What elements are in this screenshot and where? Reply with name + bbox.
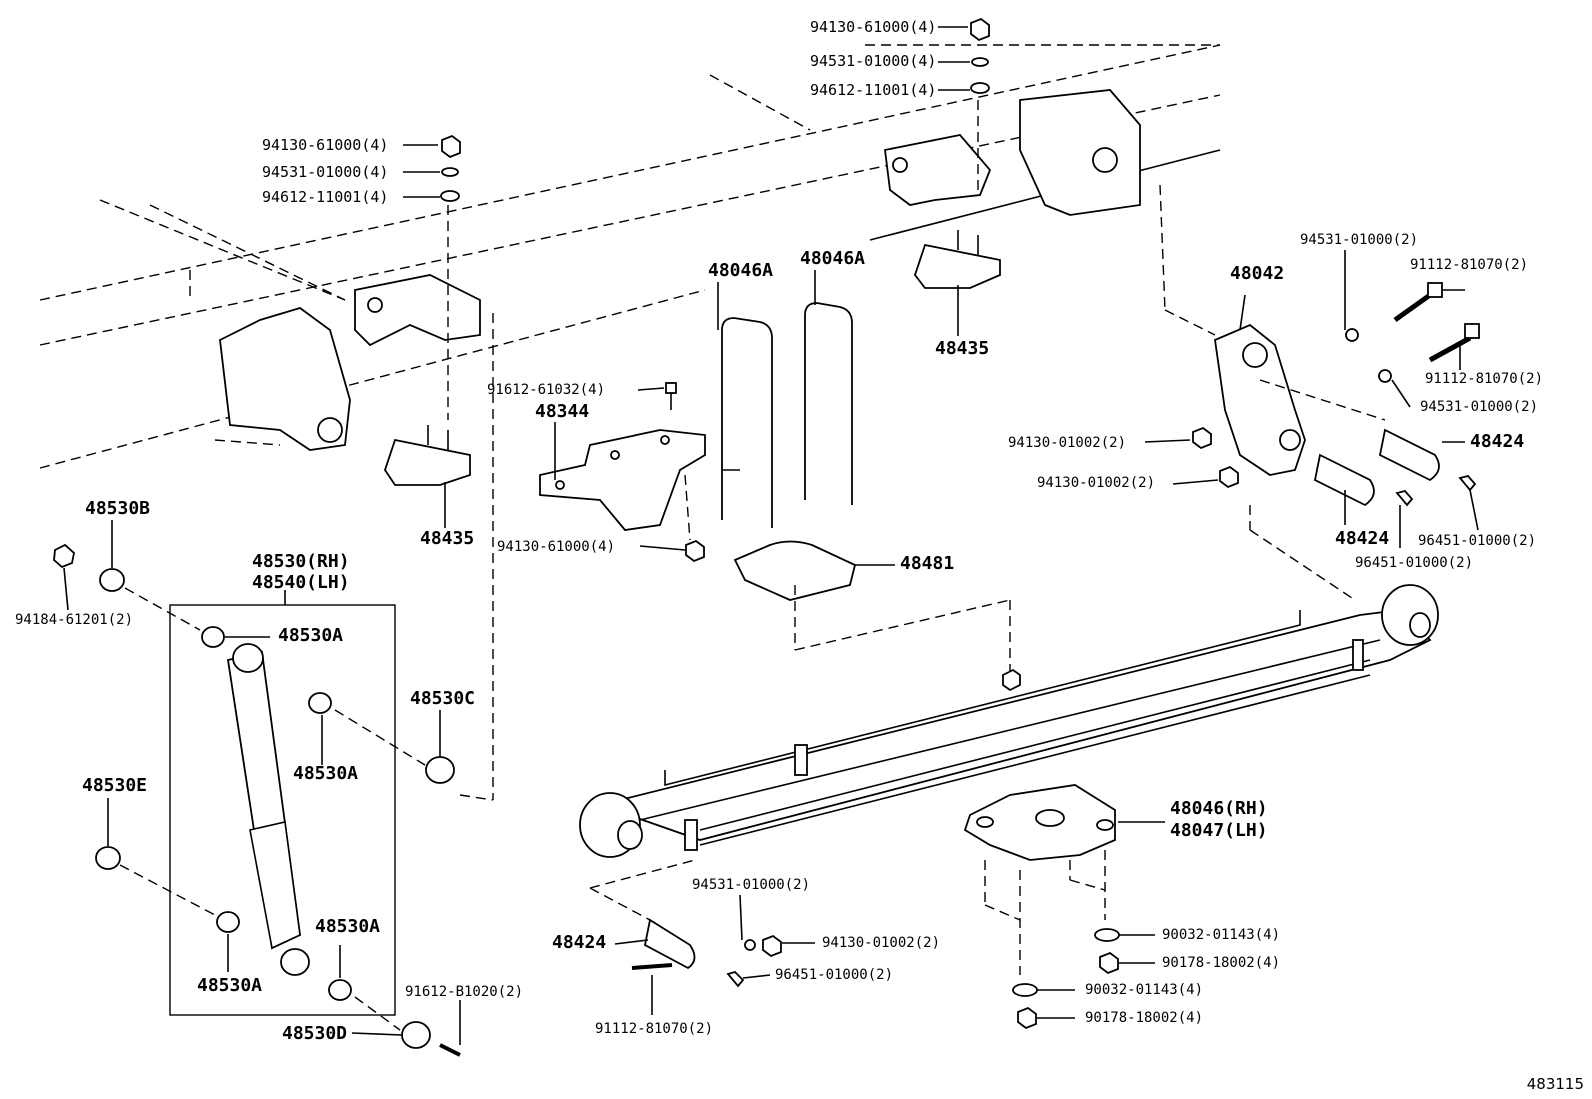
label-48435-left: 48435 — [420, 528, 475, 549]
label-94612-11001-left: 94612-11001(4) — [262, 188, 389, 206]
spring-spacer — [733, 540, 1011, 675]
shackle-bolts — [1345, 282, 1480, 383]
label-91112-81070-b: 91112-81070(2) — [595, 1021, 714, 1037]
label-48530A-4: 48530A — [315, 916, 381, 937]
u-bolt-1 — [721, 317, 773, 528]
label-91112-81070-r1: 91112-81070(2) — [1410, 257, 1529, 273]
label-48435-top: 48435 — [935, 338, 990, 359]
label-48530A-1: 48530A — [278, 625, 344, 646]
spring-shackle — [1214, 294, 1386, 601]
bump-stopper-left — [384, 205, 471, 486]
label-90032-01143-1: 90032-01143(4) — [1162, 927, 1281, 943]
label-94531-01000-r1: 94531-01000(2) — [1300, 232, 1419, 248]
nut-stack-top — [970, 17, 990, 94]
spring-seat-plate — [539, 429, 706, 541]
label-94130-61000-mid: 94130-61000(4) — [497, 539, 616, 555]
label-94184-61201: 94184-61201(2) — [15, 612, 134, 628]
bump-stopper-right — [913, 100, 1001, 289]
label-94130-01002-r2: 94130-01002(2) — [1037, 475, 1156, 491]
label-48540-lh: 48540(LH) — [252, 572, 350, 593]
label-48344: 48344 — [535, 401, 590, 422]
label-48046A-1: 48046A — [708, 260, 774, 281]
label-94531-01000-top: 94531-01000(4) — [810, 52, 937, 70]
label-94130-61000-top: 94130-61000(4) — [810, 18, 937, 36]
label-48530A-3: 48530A — [197, 975, 263, 996]
label-91612-61032: 91612-61032(4) — [487, 382, 606, 398]
shackle-bushings — [1313, 428, 1477, 507]
label-48424-b: 48424 — [552, 932, 607, 953]
label-94531-01000-r2: 94531-01000(2) — [1420, 399, 1539, 415]
label-94130-01002-r1: 94130-01002(2) — [1008, 435, 1127, 451]
label-90178-18002-1: 90178-18002(4) — [1162, 955, 1281, 971]
label-48530-rh: 48530(RH) — [252, 551, 350, 572]
label-91612-B1020: 91612-B1020(2) — [405, 984, 524, 1000]
label-48530B: 48530B — [85, 498, 151, 519]
label-90178-18002-2: 90178-18002(4) — [1085, 1010, 1204, 1026]
frame-rail — [39, 44, 1221, 469]
label-48046A-2: 48046A — [800, 248, 866, 269]
label-96451-01000-b: 96451-01000(2) — [775, 967, 894, 983]
leader-lines — [63, 26, 1479, 1045]
label-94531-01000-left: 94531-01000(4) — [262, 163, 389, 181]
label-48530A-2: 48530A — [293, 763, 359, 784]
nut-stack-left — [440, 134, 461, 202]
label-94130-61000-left: 94130-61000(4) — [262, 136, 389, 154]
label-94612-11001-top: 94612-11001(4) — [810, 81, 937, 99]
nut-mid — [685, 539, 705, 563]
front-hanger-bracket — [214, 274, 481, 451]
label-48047-lh: 48047(LH) — [1170, 820, 1268, 841]
label-48046-rh: 48046(RH) — [1170, 798, 1268, 819]
label-48530C: 48530C — [410, 688, 476, 709]
rear-hanger-bracket — [884, 89, 1216, 336]
shock-absorber — [53, 313, 494, 1057]
label-94130-01002-b: 94130-01002(2) — [822, 935, 941, 951]
label-90032-01143-2: 90032-01143(4) — [1085, 982, 1204, 998]
label-48481: 48481 — [900, 553, 955, 574]
figure-number: 483115 — [1526, 1075, 1584, 1093]
label-91112-81070-r2: 91112-81070(2) — [1425, 371, 1544, 387]
shackle-nuts — [1192, 426, 1239, 489]
label-48424-r1: 48424 — [1470, 431, 1525, 452]
leaf-spring — [579, 584, 1439, 858]
bolt-91612-61032 — [665, 382, 677, 410]
label-94531-01000-b: 94531-01000(2) — [692, 877, 811, 893]
label-48042: 48042 — [1230, 263, 1285, 284]
front-eye-parts — [589, 859, 782, 988]
label-96451-01000-r2: 96451-01000(2) — [1355, 555, 1474, 571]
label-96451-01000-r1: 96451-01000(2) — [1418, 533, 1537, 549]
u-bolt-2 — [804, 302, 853, 505]
label-48530E: 48530E — [82, 775, 148, 796]
label-48530D: 48530D — [282, 1023, 348, 1044]
label-48424-r2: 48424 — [1335, 528, 1390, 549]
axle-spring-seat — [963, 784, 1120, 1030]
